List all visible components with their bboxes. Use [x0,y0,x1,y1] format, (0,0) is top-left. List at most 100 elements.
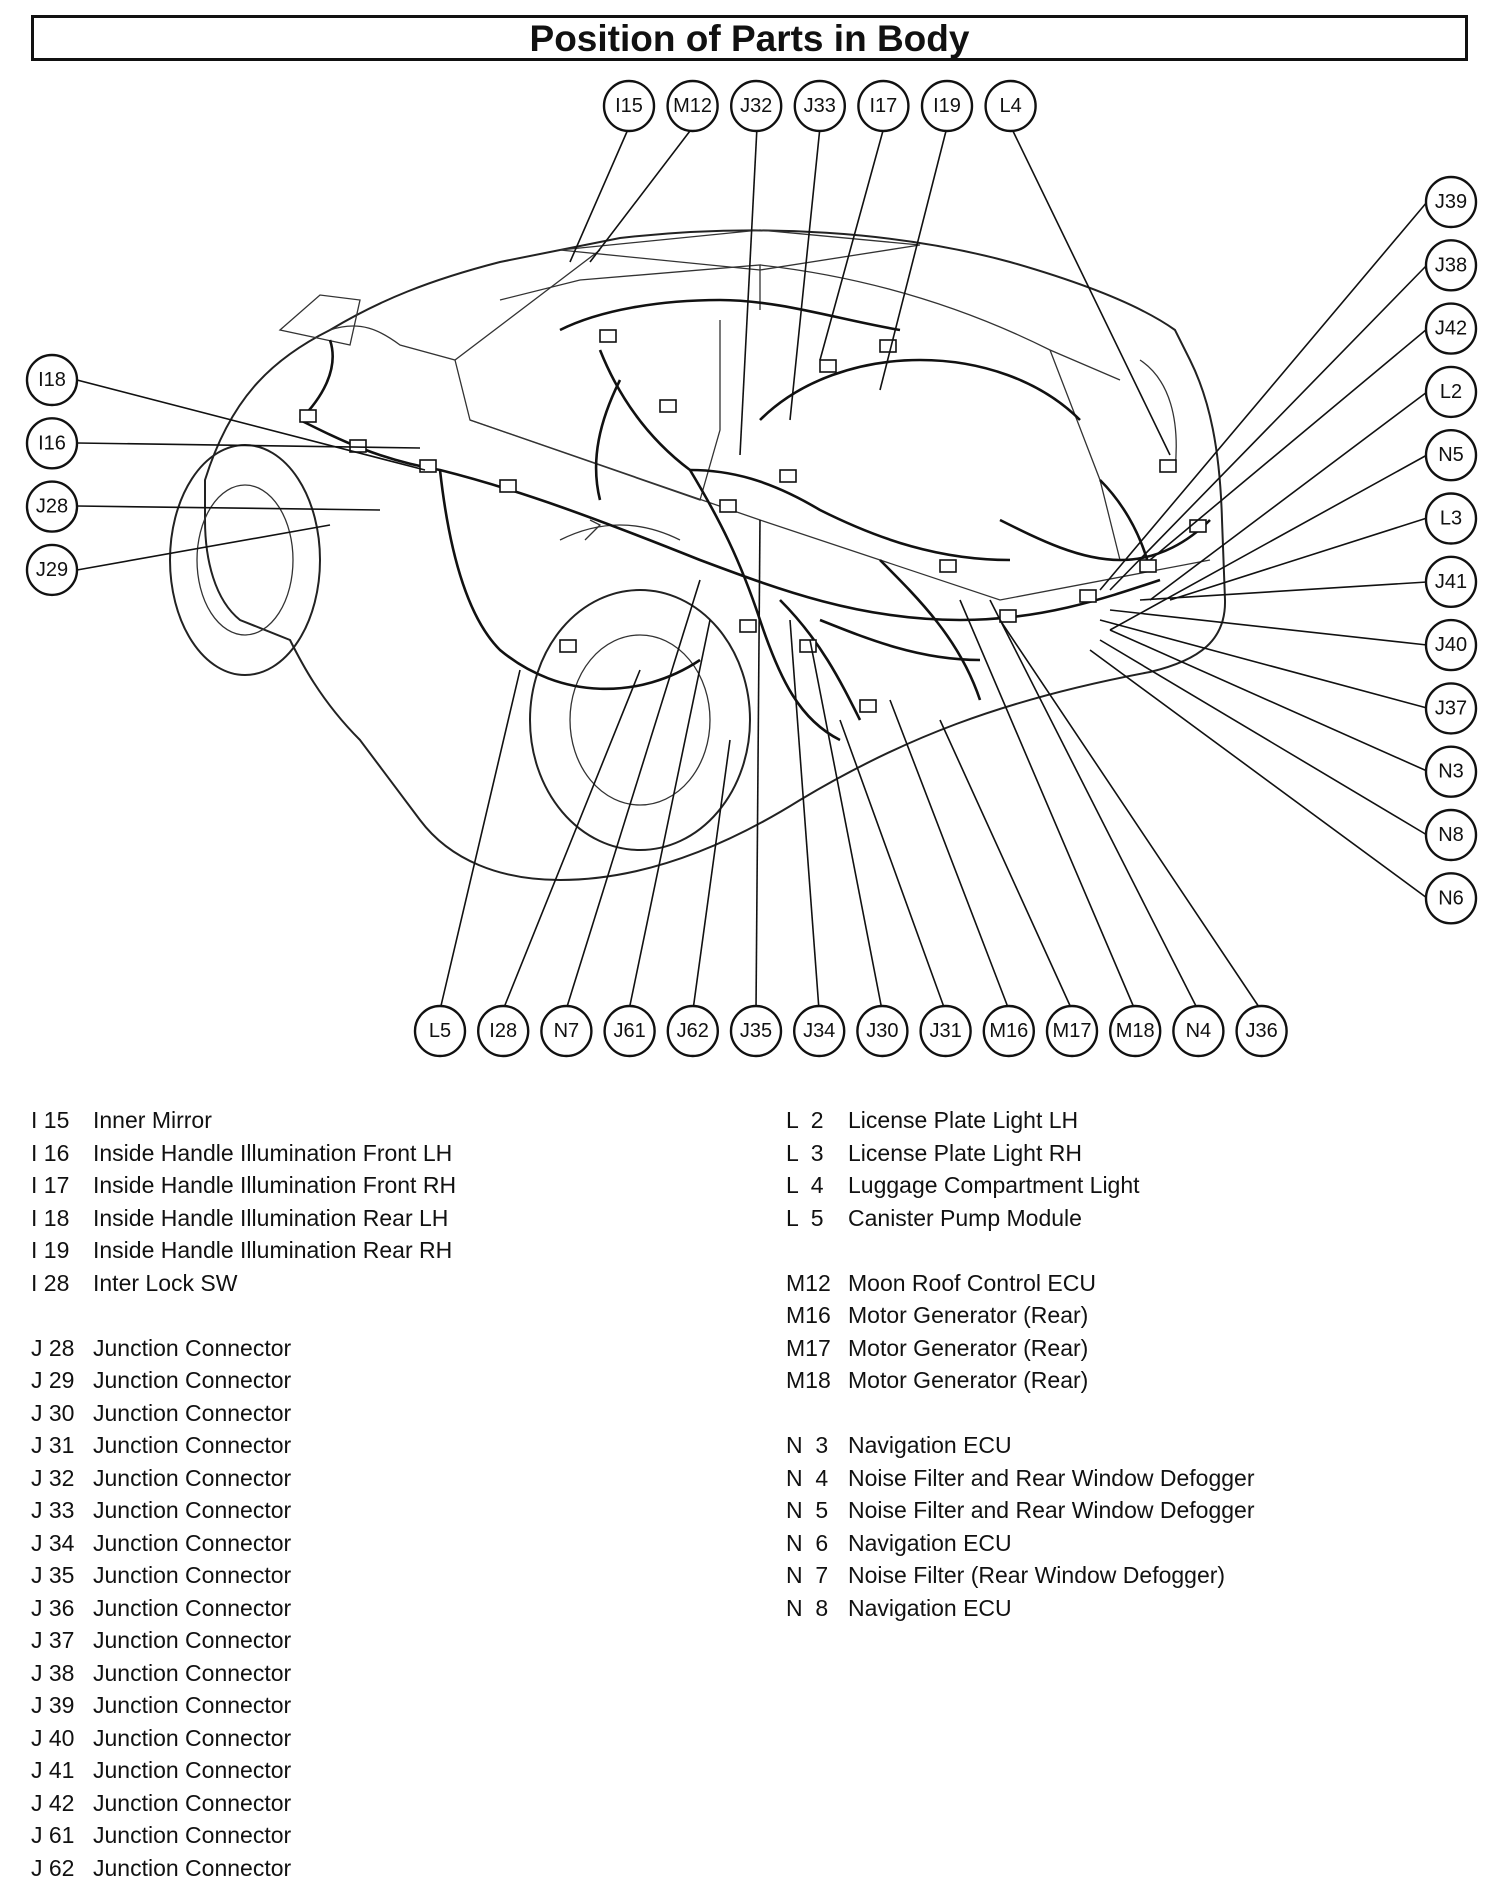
callout-label: L4 [999,95,1021,117]
callout-label: N8 [1438,824,1464,846]
legend-name: Inner Mirror [93,1107,212,1133]
legend-gap [31,1299,456,1332]
callout-label: J62 [677,1020,709,1042]
callout-label: M12 [673,95,712,117]
legend-code: M16 [786,1302,831,1328]
legend-code: L 3 [786,1139,824,1166]
leader-lines [76,126,1428,1011]
legend-code: N 3 [786,1432,829,1458]
callout-m18: M18 [1108,1004,1162,1058]
callout-j37: J37 [1424,682,1478,735]
legend-item: J 34 Junction Connector [31,1527,456,1560]
legend-gap [786,1397,1255,1430]
callout-label: J29 [36,559,68,581]
legend-item: L 3 License Plate Light RH [786,1137,1255,1170]
callout-label: N4 [1186,1020,1212,1042]
callout-label: J61 [613,1020,645,1042]
legend-name: Inside Handle Illumination Rear RH [93,1237,453,1263]
callout-label: I18 [38,369,66,391]
callout-j40: J40 [1424,618,1478,672]
callout-i16: I16 [25,417,79,470]
legend-item: L 4 Luggage Compartment Light [786,1169,1255,1202]
legend-name: Noise Filter and Rear Window Defogger [848,1497,1255,1523]
legend-name: Noise Filter (Rear Window Defogger) [848,1562,1226,1588]
legend-code: N 7 [786,1562,829,1588]
legend-name: Junction Connector [93,1497,292,1523]
legend-item: N 7 Noise Filter (Rear Window Defogger) [786,1559,1255,1592]
legend-name: Junction Connector [93,1367,292,1393]
legend-code: L 4 [786,1172,824,1198]
callout-n3: N3 [1424,745,1478,798]
legend-name: Junction Connector [93,1659,292,1686]
legend-code: J 33 [31,1497,75,1523]
legend-item: J 33 Junction Connector [31,1494,456,1527]
callout-j34: J34 [793,1004,846,1058]
legend-name: Moon Roof Control ECU [848,1269,1096,1296]
legend-name: License Plate Light LH [848,1107,1079,1133]
legend-code: J 34 [31,1529,75,1556]
callout-label: I28 [489,1020,517,1042]
legend-name: Luggage Compartment Light [848,1172,1140,1198]
legend-name: License Plate Light RH [848,1139,1082,1166]
callout-j42: J42 [1424,302,1478,355]
legend-name: Navigation ECU [848,1529,1012,1556]
callout-label: J32 [740,95,772,117]
callout-j29: J29 [25,543,79,597]
legend-name: Junction Connector [93,1399,292,1426]
callout-i19: I19 [920,79,974,133]
callout-j61: J61 [603,1004,656,1058]
callout-j38: J38 [1424,239,1478,292]
legend-name: Junction Connector [93,1432,292,1458]
legend-code: N 6 [786,1529,829,1556]
callout-label: J30 [866,1020,898,1042]
callout-j33: J33 [793,79,846,133]
callout-j39: J39 [1424,175,1478,229]
legend-name: Junction Connector [93,1334,292,1361]
callout-label: L3 [1440,508,1462,530]
callout-m17: M17 [1045,1004,1099,1058]
callout-label: N3 [1438,761,1464,783]
callout-label: N5 [1438,444,1464,466]
legend-code: J 42 [31,1789,75,1816]
legend-code: I 16 [31,1139,70,1166]
legend-name: Junction Connector [93,1789,292,1816]
callout-n8: N8 [1424,808,1478,862]
callout-label: M16 [989,1020,1028,1042]
legend-code: J 40 [31,1724,75,1751]
callout-label: I16 [38,432,66,454]
callout-label: J28 [36,496,68,518]
legend-name: Junction Connector [93,1594,292,1621]
legend-code: L 2 [786,1107,824,1133]
callout-n5: N5 [1424,429,1478,482]
legend-code: J 36 [31,1594,75,1621]
legend-name: Motor Generator (Rear) [848,1334,1089,1361]
callout-label: M17 [1053,1020,1092,1042]
callout-label: I19 [933,95,961,117]
callout-label: J36 [1245,1020,1277,1042]
legend-code: N 8 [786,1594,829,1621]
callout-label: J38 [1435,254,1467,276]
callout-n7: N7 [540,1004,593,1058]
legend-name: Junction Connector [93,1854,292,1881]
legend-name: Junction Connector [93,1627,292,1653]
legend-item: J 36 Junction Connector [31,1592,456,1625]
legend-code: L 5 [786,1204,824,1231]
legend-name: Junction Connector [93,1529,292,1556]
legend-code: J 30 [31,1399,75,1426]
